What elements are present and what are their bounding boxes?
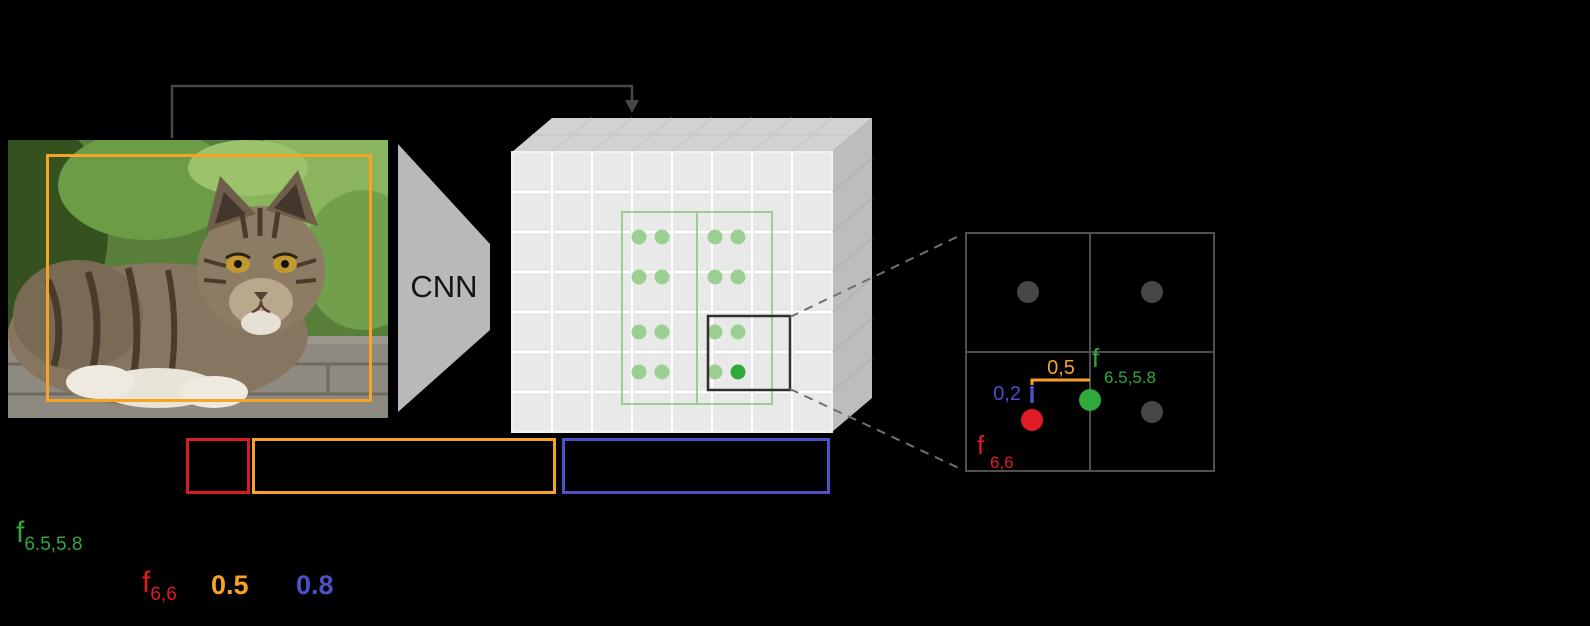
sampling-points — [631, 229, 746, 380]
sample-point-label-base: f — [1092, 343, 1100, 373]
sampling-point — [707, 364, 723, 380]
sampling-point — [730, 269, 746, 285]
cnn-label: CNN — [410, 269, 477, 304]
sampling-point — [631, 269, 647, 285]
roi-region-outline — [621, 211, 773, 405]
dy-label: 0,2 — [993, 383, 1021, 405]
caption-f-corner-sub: 6,6 — [150, 584, 177, 605]
caption-value-blue: 0.8 — [296, 570, 334, 600]
zoom-source-box — [706, 314, 792, 392]
caption-f-sample: f6.5,5.8 — [16, 516, 82, 555]
sampling-point — [707, 324, 723, 340]
cube-right-face — [832, 118, 872, 432]
cnn-block: CNN — [398, 144, 490, 412]
legend-box-orange — [252, 438, 556, 494]
zoom-panel: 0,5 0,2 f 6.5,5.8 f 6,6 — [965, 232, 1215, 472]
sampling-point — [707, 269, 723, 285]
flow-arrow-head-icon — [625, 100, 639, 113]
caption-f-sample-sub: 6.5,5.8 — [24, 534, 83, 555]
sampling-point — [631, 364, 647, 380]
sampling-point — [654, 229, 670, 245]
sampling-point — [631, 324, 647, 340]
corner-point-label-base: f — [977, 430, 985, 460]
caption-f-sample-base: f — [16, 516, 25, 549]
highlighted-sampling-point — [730, 364, 746, 380]
sample-point-green — [1079, 389, 1101, 411]
sampling-point — [654, 269, 670, 285]
sampling-point — [654, 364, 670, 380]
sampling-point — [707, 229, 723, 245]
sampling-point — [631, 229, 647, 245]
caption-f-corner-base: f — [142, 566, 151, 599]
feature-map-cube — [511, 117, 873, 433]
roi-bin-right — [696, 211, 773, 405]
caption-f-corner: f6,6 — [142, 566, 177, 605]
feature-point-gray — [1141, 401, 1163, 423]
sampling-point — [730, 229, 746, 245]
corner-point-label-sub: 6,6 — [990, 453, 1014, 472]
cnn-trapezoid — [398, 144, 490, 412]
legend-box-blue — [562, 438, 830, 494]
sampling-point — [730, 324, 746, 340]
cat-photo — [8, 140, 388, 418]
sampling-point — [654, 324, 670, 340]
corner-point-red — [1021, 409, 1043, 431]
roi-bounding-box — [46, 154, 372, 402]
dx-measure-line — [1030, 378, 1090, 385]
input-image — [8, 140, 388, 418]
feature-point-gray — [1017, 281, 1039, 303]
caption-value-orange: 0.5 — [211, 570, 249, 600]
legend-box-red — [186, 438, 250, 494]
feature-grid — [512, 152, 832, 432]
sample-point-label-sub: 6.5,5.8 — [1104, 368, 1156, 387]
feature-point-gray — [1141, 281, 1163, 303]
dx-label: 0,5 — [1047, 357, 1075, 379]
